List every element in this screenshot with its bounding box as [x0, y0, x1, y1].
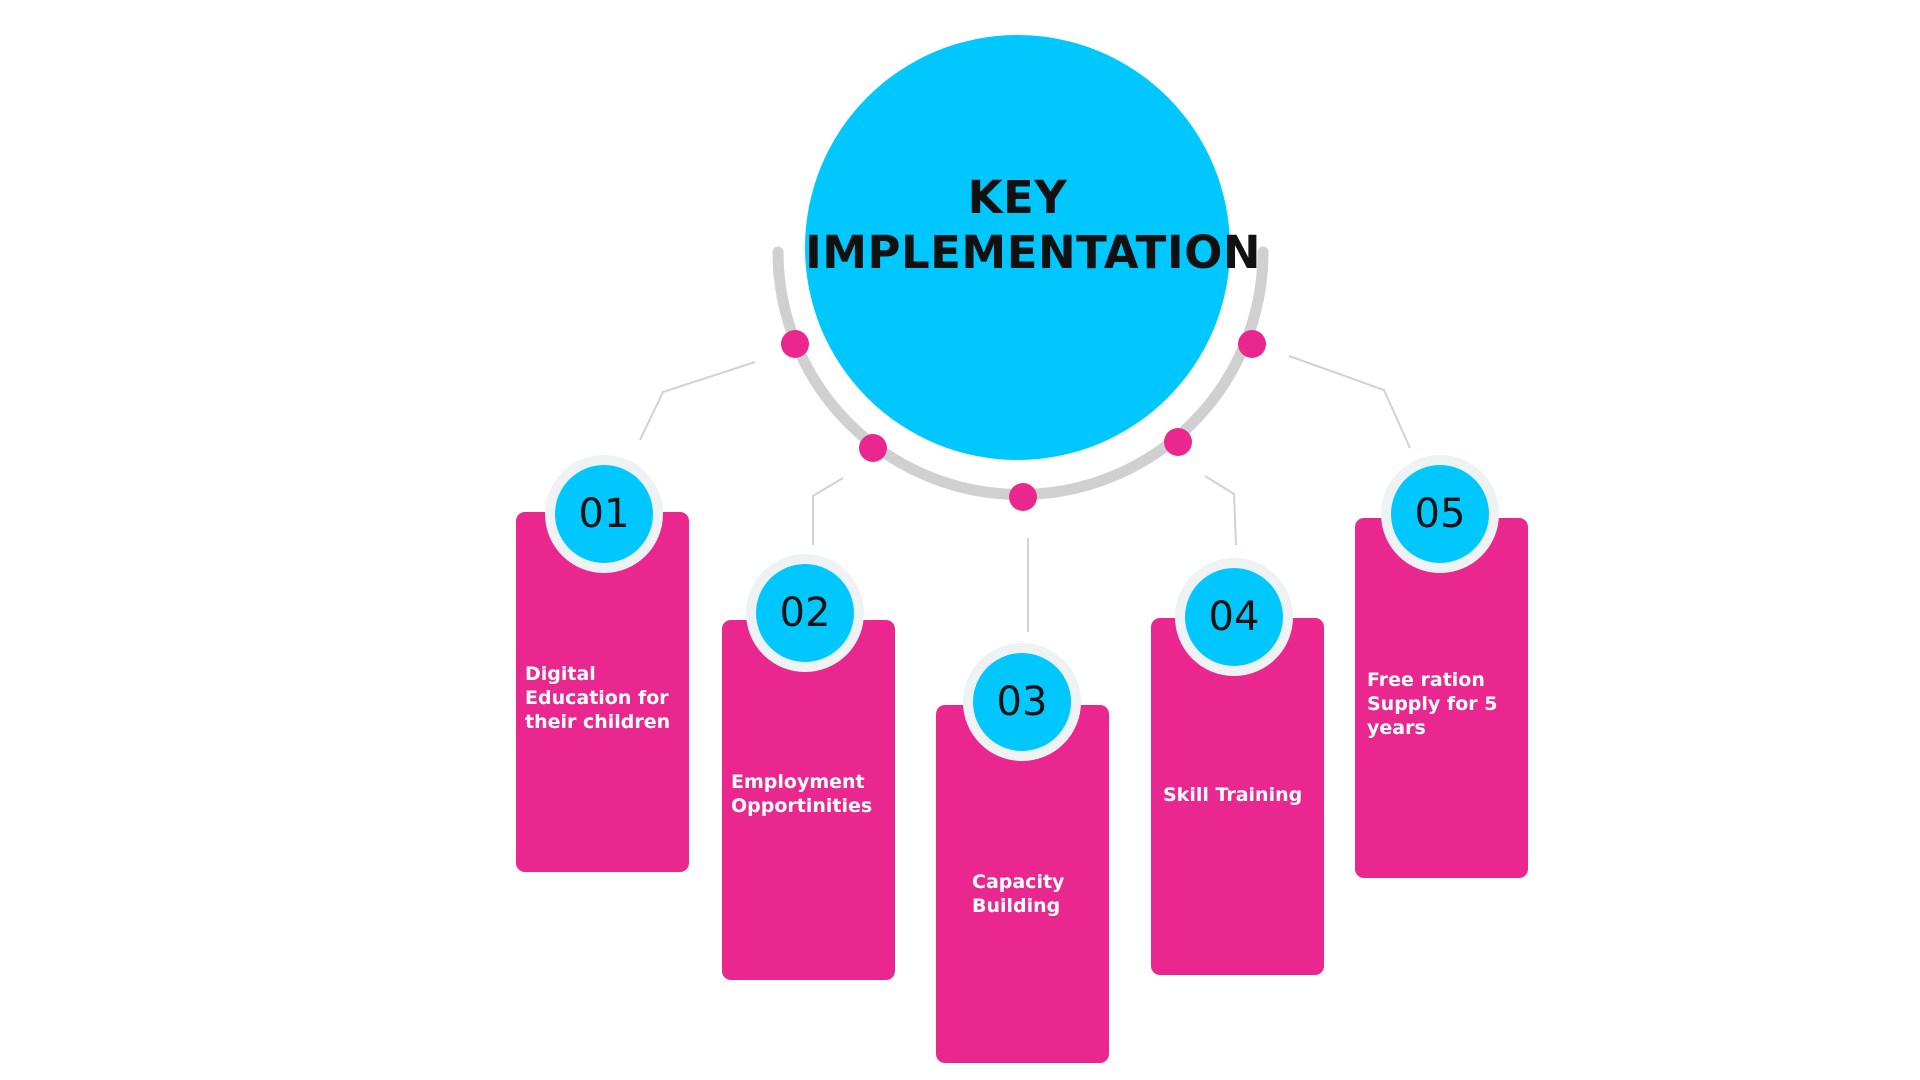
step-label-02: Employment Opportinities — [731, 771, 873, 817]
key-implementation-hub: KEY IMPLEMENTATION — [805, 35, 1261, 460]
step-label-04: Skill Training — [1163, 784, 1303, 806]
step-number-02: 02 — [779, 590, 831, 636]
connector-line-04 — [1204, 475, 1237, 546]
step-label-05: Free ration Supply for 5 years — [1367, 669, 1498, 739]
hub-title: KEY IMPLEMENTATION — [805, 170, 1261, 280]
step-number-03: 03 — [996, 679, 1048, 725]
step-card-03: Capacity Building — [936, 705, 1109, 1063]
step-badge-01: 01 — [545, 455, 663, 573]
connector-dot-02 — [859, 434, 887, 462]
step-card-05: Free ration Supply for 5 years — [1355, 518, 1528, 878]
step-card-04: Skill Training — [1151, 618, 1324, 975]
connector-dot-04 — [1164, 428, 1192, 456]
connector-dot-05 — [1238, 330, 1266, 358]
connector-line-02 — [812, 477, 844, 545]
step-card-02: Employment Opportinities — [722, 620, 895, 980]
step-badge-03: 03 — [963, 643, 1081, 761]
hub-title-line-1: KEY — [967, 171, 1068, 224]
connector-line-01 — [639, 361, 756, 441]
connector-dot-01 — [781, 330, 809, 358]
step-number-04: 04 — [1208, 594, 1260, 640]
hub-title-line-2: IMPLEMENTATION — [805, 226, 1261, 279]
step-number-05: 05 — [1414, 491, 1466, 537]
connector-line-05 — [1288, 355, 1411, 449]
step-badge-05: 05 — [1381, 455, 1499, 573]
step-badge-02: 02 — [746, 554, 864, 672]
step-label-03: Capacity Building — [972, 871, 1065, 917]
step-badge-04: 04 — [1175, 558, 1293, 676]
step-label-01: Digital Education for their children — [525, 663, 671, 733]
step-number-01: 01 — [578, 491, 630, 537]
connector-dot-03 — [1009, 483, 1037, 511]
